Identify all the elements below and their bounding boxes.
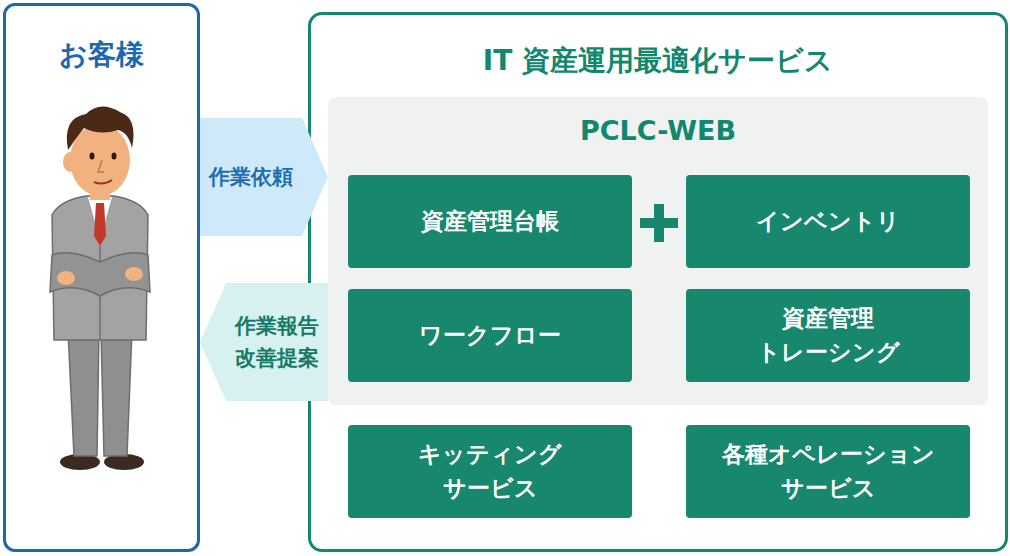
- customer-box: お客様: [3, 3, 200, 552]
- arrow-label: 作業依頼: [209, 161, 293, 194]
- block-arrow: [200, 283, 328, 401]
- function-box: 資産管理台帳: [348, 175, 632, 268]
- system-band: PCLC-WEB 資産管理台帳 インベントリワークフロー 資産管理 トレーシング: [328, 97, 988, 405]
- box-label: インベントリ: [756, 205, 900, 238]
- box-label: 資産管理台帳: [421, 205, 559, 238]
- box-heading: お客様: [6, 36, 197, 74]
- block-arrow: [200, 118, 328, 236]
- function-box: 資産管理 トレーシング: [686, 289, 970, 382]
- service-box-item: キッティング サービス: [348, 425, 632, 518]
- box-heading: IT 資産運用最適化サービス: [311, 42, 1005, 80]
- function-box: ワークフロー: [348, 289, 632, 382]
- box-label: 各種オペレーション サービス: [716, 438, 941, 505]
- arrow-label: 作業報告 改善提案: [227, 310, 327, 375]
- function-box: インベントリ: [686, 175, 970, 268]
- service-box: IT 資産運用最適化サービス PCLC-WEB 資産管理台帳 インベントリワークフロー…: [308, 12, 1008, 552]
- box-heading: PCLC-WEB: [328, 115, 988, 146]
- service-box-item: 各種オペレーション サービス: [686, 425, 970, 518]
- box-label: キッティング サービス: [410, 438, 570, 505]
- box-label: ワークフロー: [419, 319, 561, 352]
- box-label: 資産管理 トレーシング: [748, 302, 908, 369]
